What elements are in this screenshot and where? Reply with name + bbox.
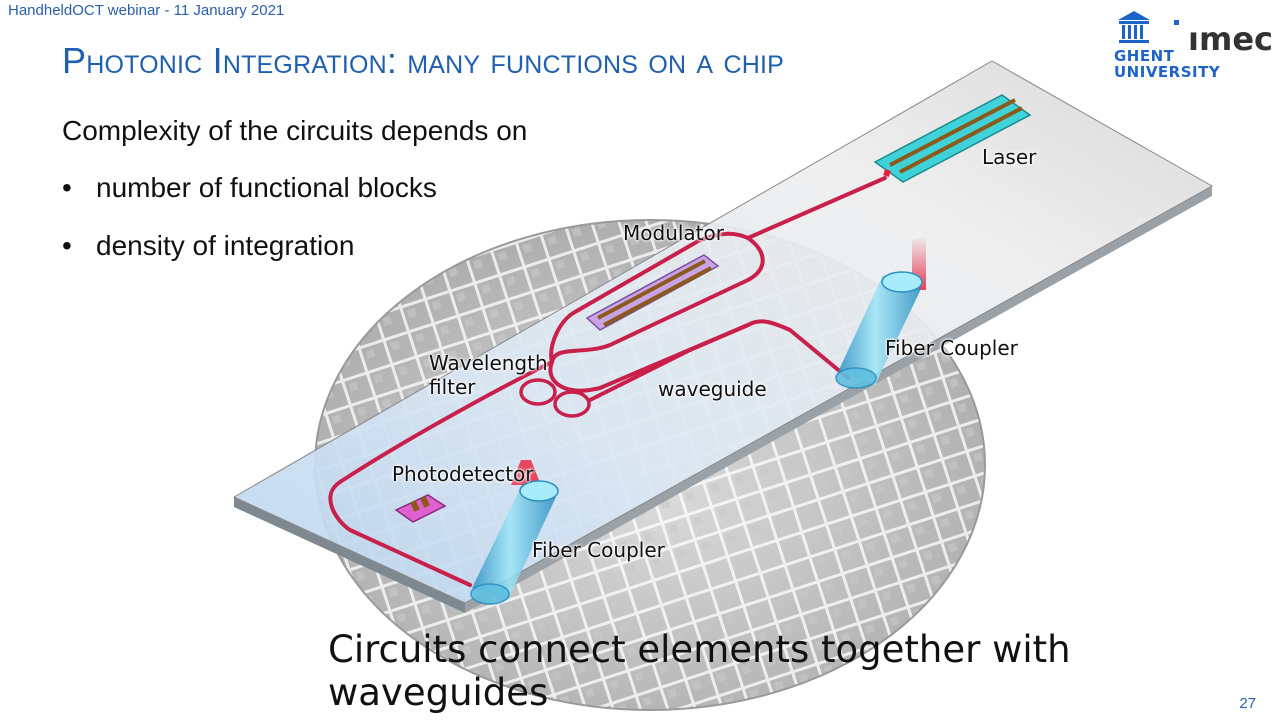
ghent-university-logo: GHENT UNIVERSITY	[1114, 48, 1220, 80]
bullet-text: number of functional blocks	[96, 172, 437, 203]
modulator-element	[585, 254, 720, 331]
label-laser: Laser	[982, 145, 1037, 169]
logo-area: GHENT UNIVERSITY ımec	[1108, 6, 1278, 86]
ugent-line2: UNIVERSITY	[1114, 63, 1221, 81]
ugent-line1: GHENT	[1114, 47, 1175, 65]
presentation-header-note: HandheldOCT webinar - 11 January 2021	[8, 2, 285, 19]
fiber-coupler-left	[470, 460, 559, 605]
bullet-item: • number of functional blocks	[62, 172, 437, 230]
intro-text: Complexity of the circuits depends on	[62, 115, 528, 146]
label-wavelength-filter-line1: Wavelength	[429, 351, 548, 375]
bullet-list: • number of functional blocks • density …	[62, 172, 437, 288]
page-number: 27	[1239, 695, 1256, 712]
photodetector-element	[394, 494, 447, 523]
ring-resonators	[519, 378, 591, 418]
photonic-chip	[232, 60, 1214, 613]
bullet-marker: •	[62, 230, 72, 261]
bullet-item: • density of integration	[62, 230, 437, 288]
waveguide-network	[328, 176, 887, 587]
bullet-marker: •	[62, 172, 72, 203]
label-modulator: Modulator	[623, 221, 724, 245]
slide-caption: Circuits connect elements together with …	[328, 628, 1071, 714]
label-waveguide: waveguide	[658, 377, 767, 401]
label-fiber-coupler-right: Fiber Coupler	[885, 336, 1018, 360]
label-photodetector: Photodetector	[392, 462, 534, 486]
imec-logo: ımec	[1188, 20, 1273, 58]
university-building-icon	[1118, 11, 1150, 43]
laser-chip	[873, 94, 1032, 183]
slide-title: Photonic Integration: many functions on …	[62, 40, 785, 81]
label-fiber-coupler-left: Fiber Coupler	[532, 538, 665, 562]
bullet-text: density of integration	[96, 230, 355, 261]
imec-dot-icon	[1174, 20, 1179, 25]
fiber-coupler-right	[835, 236, 926, 389]
label-wavelength-filter: Wavelength filter	[429, 351, 548, 399]
label-wavelength-filter-line2: filter	[429, 375, 476, 399]
